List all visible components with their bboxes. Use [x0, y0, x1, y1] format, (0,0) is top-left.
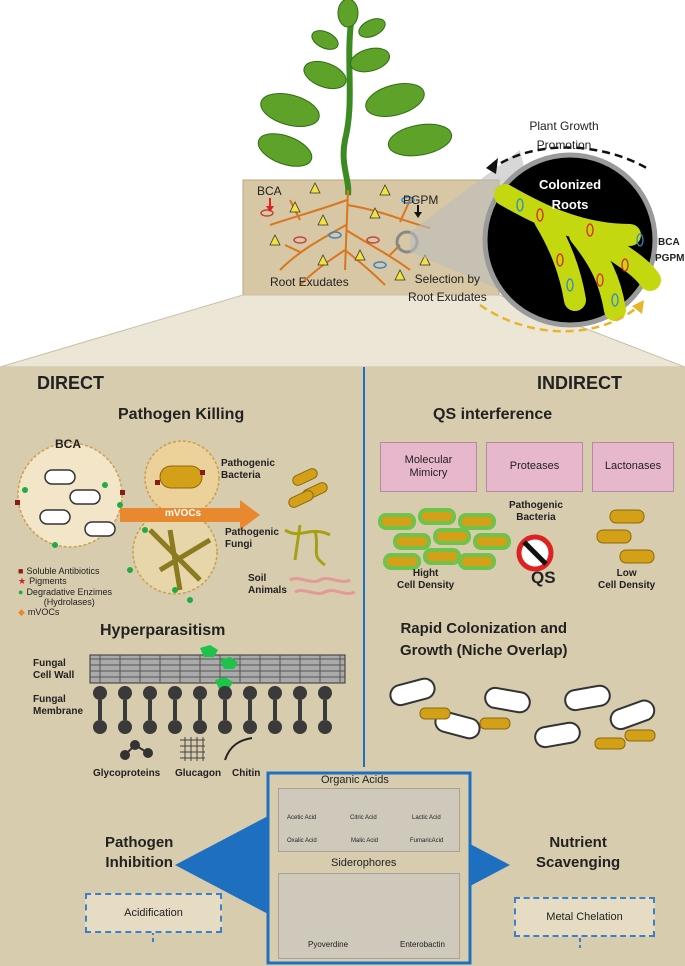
selection-label: Selection by Root Exudates: [408, 272, 487, 304]
pathogenic-bacteria-cluster: [288, 468, 328, 508]
high-density-label: Hight Cell Density: [397, 568, 455, 591]
organic-acids-panel: [278, 788, 460, 852]
indirect-header: INDIRECT: [537, 373, 622, 393]
acid-name: Acetic Acid: [287, 815, 317, 821]
zoom-bca-label: BCA: [658, 237, 680, 248]
hyperparasitism-title: Hyperparasitism: [100, 622, 226, 639]
promotion-arrow: [489, 146, 651, 172]
colonized-roots-label: Colonized Roots: [538, 177, 602, 213]
plant-stem: [340, 14, 355, 196]
molecular-mimicry-box: Molecular Mimicry: [380, 442, 477, 492]
antibiotics-square-icon: ■: [18, 566, 24, 576]
bca-cell-label: BCA: [55, 437, 81, 451]
pathogen-killing-graphic: [15, 440, 356, 603]
siderophores-title: Siderophores: [331, 857, 397, 869]
hyperparasitism-graphic: [89, 645, 346, 761]
glycoprotein-molecule: [120, 740, 153, 760]
plant-leaves: [257, 0, 453, 167]
membrane-lipids: [93, 686, 332, 734]
mvocs-arrow-label: mVOCs: [165, 508, 202, 519]
rapid-colonization-title: Rapid Colonization and Growth (Niche Ove…: [400, 620, 568, 659]
zoom-bacteria-blue: [516, 198, 644, 307]
proteases-box: Proteases: [486, 442, 583, 492]
organic-acids-title: Organic Acids: [321, 774, 389, 786]
soil-animals-drawing: [289, 577, 356, 595]
root-exudate-triangles: [269, 182, 431, 281]
bca-label: BCA: [257, 184, 282, 198]
mvocs-arrow: [120, 500, 260, 530]
soil-animals-label: Soil Animals: [248, 573, 287, 596]
fungal-membrane-label: Fungal Membrane: [33, 694, 84, 717]
siderophores-panel: [278, 873, 460, 959]
perspective-wedge: [0, 294, 685, 368]
acid-name: Malic Acid: [351, 838, 379, 844]
plant-growth-promotion-label: Plant Growth Promotion: [529, 119, 599, 153]
acidification-box: Acidification: [85, 893, 222, 933]
direct-legend: ■Soluble Antibiotics ★Pigments ●Degradat…: [18, 566, 112, 618]
fungal-cell-wall-label: Fungal Cell Wall: [33, 658, 75, 681]
pathogen-killing-title: Pathogen Killing: [118, 406, 245, 423]
no-symbol-icon: [516, 534, 554, 572]
legend-item: ●Degradative Enzimes (Hydrolases): [18, 586, 112, 608]
qs-pathogenic-bacteria-label: Pathogenic Bacteria: [509, 500, 563, 523]
qs-interference-title: QS interference: [433, 406, 553, 423]
pathogen-bacteria-group: [419, 707, 656, 750]
metal-chelation-box: Metal Chelation: [514, 897, 655, 937]
enzyme-dots: [22, 482, 193, 603]
glucagon-label: Glucagon: [175, 768, 222, 779]
soil-pgpm: [328, 196, 415, 269]
legend-item: ★Pigments: [18, 576, 67, 587]
pigments-star-icon: ★: [18, 576, 27, 587]
acid-name: Oxalic Acid: [287, 838, 317, 844]
acid-name: Lactic Acid: [412, 815, 441, 821]
qs-graphic: [378, 508, 655, 572]
pyoverdine-label: Pyoverdine: [308, 940, 349, 949]
legend-item: ■Soluble Antibiotics: [18, 566, 100, 576]
colonization-graphic: [389, 677, 656, 750]
soil-bacteria: [260, 209, 380, 244]
acid-name: Citric Acid: [350, 815, 377, 821]
plant-illustration: [0, 0, 685, 368]
pgpm-label: PGPM: [403, 193, 439, 207]
zoom-bacteria-red: [536, 208, 629, 287]
low-density-bacteria: [596, 509, 655, 564]
enzymes-circle-icon: ●: [18, 586, 24, 597]
pathogenic-fungi-drawing: [284, 524, 331, 567]
qs-label: QS: [531, 568, 556, 587]
glucagon-mesh: [180, 737, 205, 761]
glycoprotein-hexagons: [200, 645, 238, 689]
chitin-curve: [224, 737, 253, 761]
glycoproteins-label: Glycoproteins: [93, 768, 161, 779]
root-exudates-label: Root Exudates: [270, 275, 349, 289]
pathogen-bacterium: [159, 465, 203, 489]
pathogenic-fungi-label: Pathogenic Fungi: [225, 527, 279, 550]
nutrient-scavenging-label: Nutrient Scavenging: [536, 834, 621, 872]
cell-wall-mesh: [89, 654, 346, 684]
antibiotic-squares: [15, 470, 205, 505]
high-density-bacteria: [378, 508, 511, 570]
enterobactin-label: Enterobactin: [400, 940, 445, 949]
membrane-tails: [98, 700, 327, 720]
pathogen-inhibition-label: Pathogen Inhibition: [105, 834, 174, 872]
pathogenic-bacteria-label: Pathogenic Bacteria: [221, 458, 275, 481]
divider-line: [363, 367, 365, 767]
mvocs-diamond-icon: ◆: [18, 607, 25, 618]
lactonases-box: Lactonases: [592, 442, 674, 492]
zoom-pgpm-label: PGPM: [655, 253, 685, 264]
direct-header: DIRECT: [37, 373, 104, 393]
chitin-label: Chitin: [232, 768, 261, 779]
low-density-label: Low Cell Density: [598, 568, 656, 591]
bca-bacteria: [39, 469, 116, 537]
acid-name: FumaricAcid: [410, 838, 444, 844]
fungal-hyphae: [148, 528, 212, 591]
left-triangle: [175, 815, 270, 915]
legend-item: ◆mVOCs: [18, 607, 60, 618]
